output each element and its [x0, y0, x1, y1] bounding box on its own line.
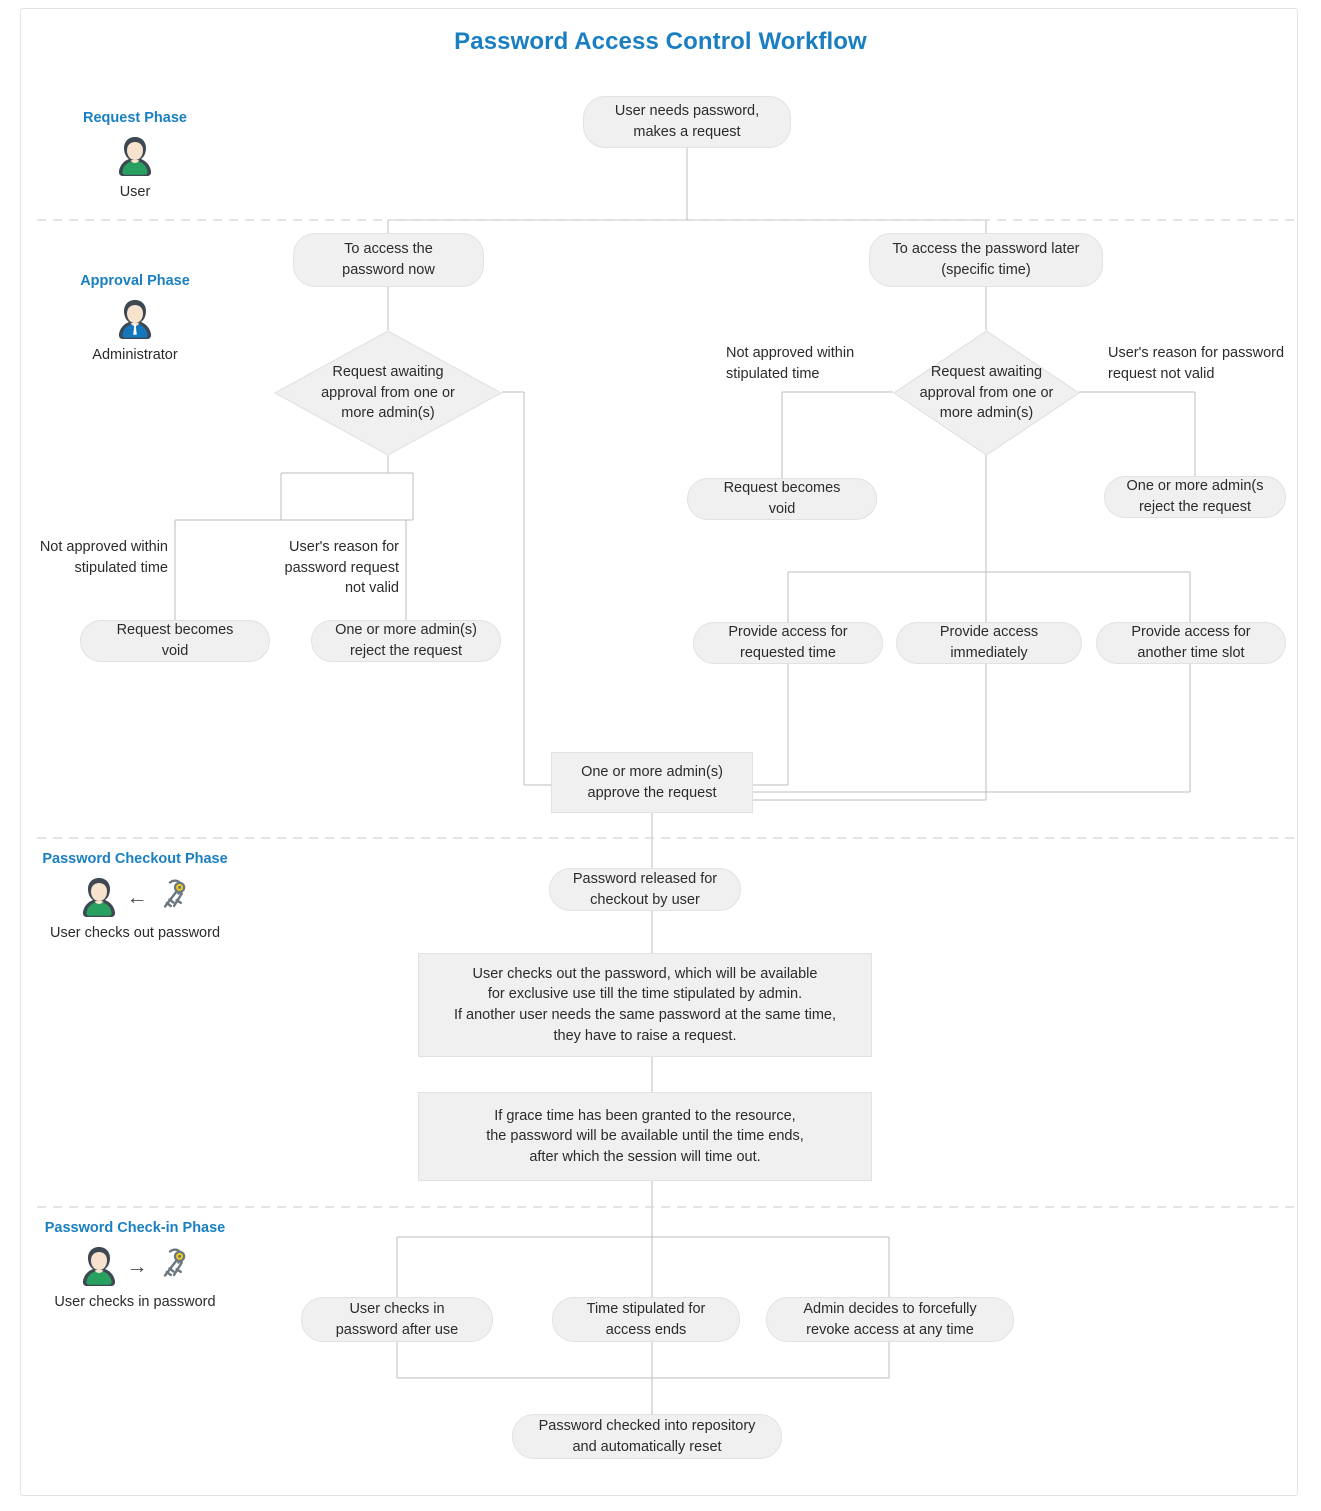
- phase-title-checkout: Password Checkout Phase: [42, 851, 228, 867]
- node-checkin-admin-revoke[interactable]: Admin decides to forcefully revoke acces…: [766, 1297, 1014, 1342]
- node-password-checked-in[interactable]: Password checked into repository and aut…: [512, 1414, 782, 1459]
- arrow-left-icon: ←: [126, 885, 148, 909]
- node-approve-request[interactable]: One or more admin(s) approve the request: [551, 752, 753, 813]
- phase-role-checkout: User checks out password: [49, 925, 221, 941]
- phase-title-request: Request Phase: [83, 110, 187, 126]
- phase-icons-checkout: ←: [22, 871, 248, 923]
- page-title: Password Access Control Workflow: [454, 28, 867, 55]
- arrow-right-icon: →: [126, 1254, 148, 1278]
- phase-role-checkin: User checks in password: [54, 1294, 216, 1310]
- edge-label-right-not-approved: Not approved within stipulated time: [726, 345, 855, 382]
- administrator-icon: [118, 300, 152, 339]
- node-checkin-user[interactable]: User checks in password after use: [301, 1297, 493, 1342]
- keys-icon: [163, 1248, 185, 1277]
- user-icon: [82, 878, 115, 917]
- node-void-left[interactable]: Request becomes void: [80, 620, 270, 662]
- node-password-released[interactable]: Password released for checkout by user: [549, 868, 741, 911]
- decision-left-label: Request awaiting approval from one or mo…: [321, 364, 455, 422]
- node-access-later[interactable]: To access the password later (specific t…: [869, 233, 1103, 287]
- node-provide-another-slot[interactable]: Provide access for another time slot: [1096, 622, 1286, 664]
- phase-role-request: User: [119, 184, 151, 200]
- phase-icons-request: [40, 130, 230, 182]
- phase-request: Request Phase User: [40, 110, 230, 200]
- node-checkin-time-ends[interactable]: Time stipulated for access ends: [552, 1297, 740, 1342]
- node-void-right[interactable]: Request becomes void: [687, 478, 877, 520]
- edge-label-left-not-approved: Not approved within stipulated time: [39, 539, 168, 576]
- phase-icons-checkin: →: [25, 1240, 245, 1292]
- phase-icons-approval: [40, 293, 230, 345]
- phase-title-checkin: Password Check-in Phase: [44, 1220, 226, 1236]
- phase-role-approval: Administrator: [92, 347, 178, 363]
- note-grace-time: If grace time has been granted to the re…: [418, 1092, 872, 1181]
- phase-approval: Approval Phase Administrator: [40, 273, 230, 363]
- node-start[interactable]: User needs password, makes a request: [583, 96, 791, 148]
- phase-checkin: Password Check-in Phase →: [25, 1220, 245, 1310]
- decision-right-label: Request awaiting approval from one or mo…: [919, 364, 1054, 422]
- note-checkout-details: User checks out the password, which will…: [418, 953, 872, 1057]
- decision-right-awaiting-approval[interactable]: Request awaiting approval from one or mo…: [893, 330, 1080, 456]
- node-reject-left[interactable]: One or more admin(s) reject the request: [311, 620, 501, 662]
- decision-left-awaiting-approval[interactable]: Request awaiting approval from one or mo…: [274, 330, 502, 456]
- node-access-now[interactable]: To access the password now: [293, 233, 484, 287]
- node-reject-right[interactable]: One or more admin(s reject the request: [1104, 476, 1286, 518]
- edge-label-right-reason-invalid: User's reason for password request not v…: [1108, 345, 1285, 382]
- edge-label-left-reason-invalid: User's reason for password request not v…: [284, 539, 399, 597]
- user-icon: [82, 1247, 115, 1286]
- node-provide-requested-time[interactable]: Provide access for requested time: [693, 622, 883, 664]
- phase-title-approval: Approval Phase: [80, 273, 190, 289]
- node-provide-immediately[interactable]: Provide access immediately: [896, 622, 1082, 664]
- phase-checkout: Password Checkout Phase ←: [22, 851, 248, 941]
- keys-icon: [163, 879, 185, 908]
- user-icon: [118, 137, 152, 176]
